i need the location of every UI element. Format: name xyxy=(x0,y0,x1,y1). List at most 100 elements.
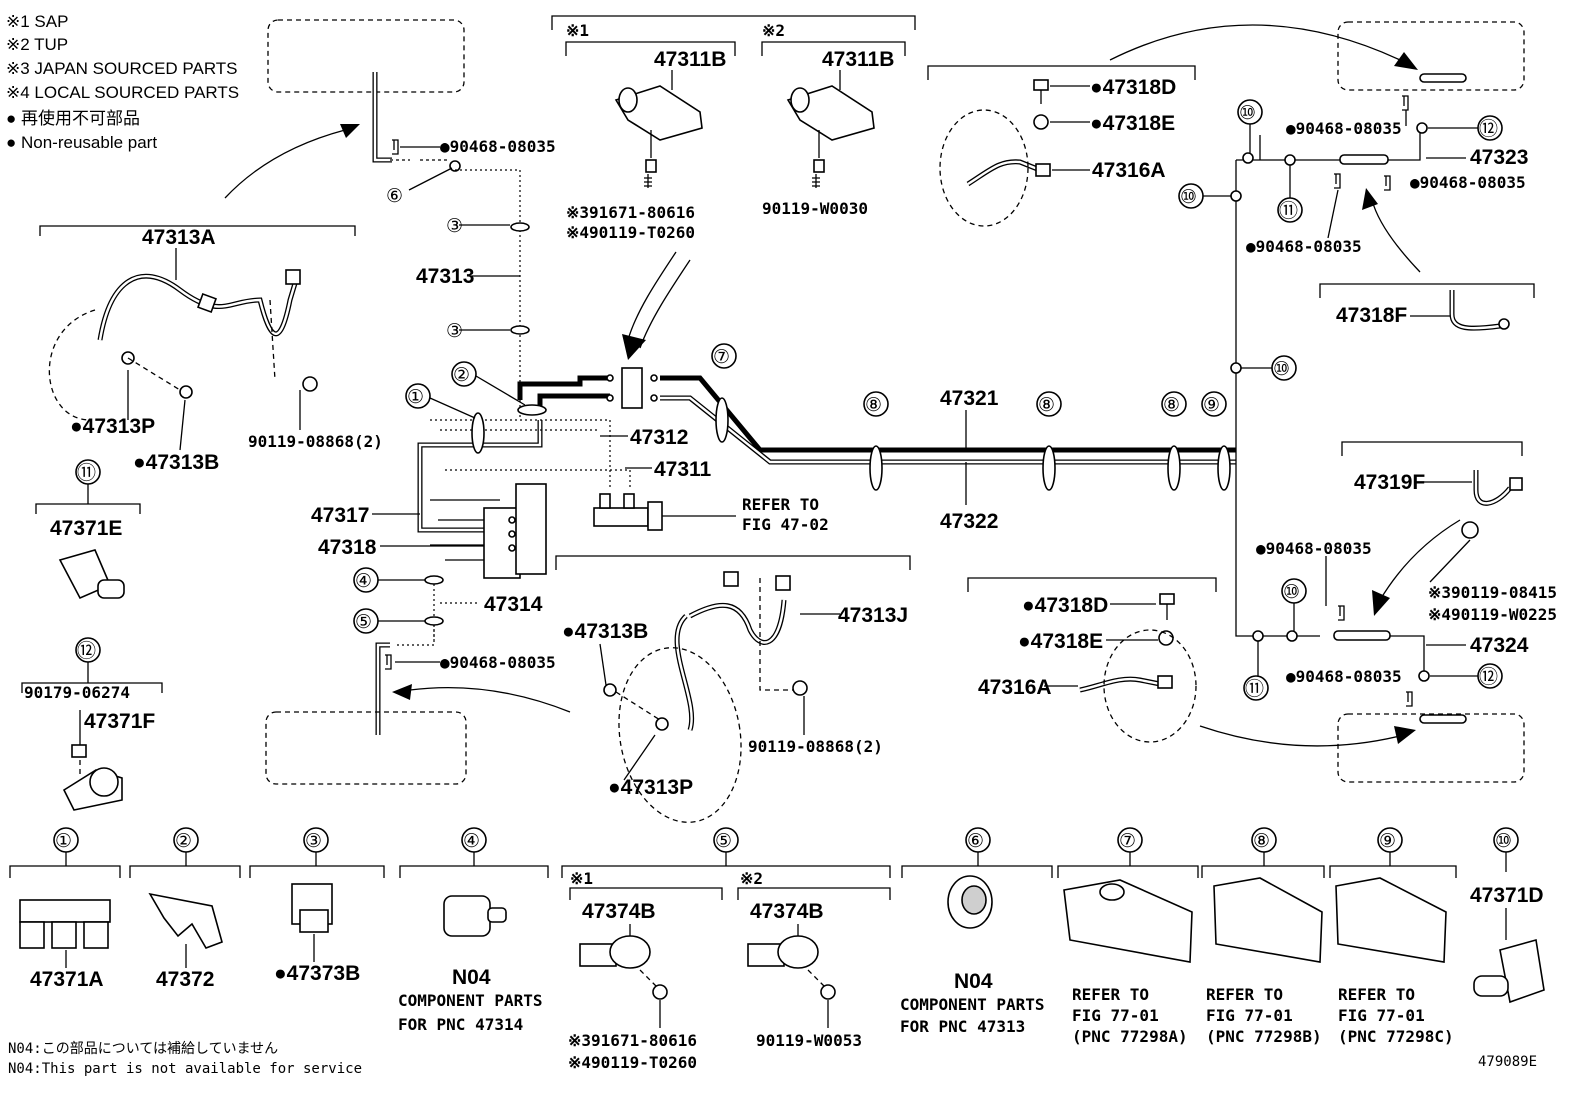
part-47311B-tup: 47311B xyxy=(822,48,894,71)
part-90468-08035-top-right-b: ●90468-08035 xyxy=(1410,173,1526,192)
arrow-47311B xyxy=(622,334,646,360)
part-90119-W0225: ※490119-W0225 xyxy=(1428,605,1557,624)
arrow-bottom-right xyxy=(1394,726,1416,744)
mount-area-box-top-right xyxy=(1337,21,1525,91)
bracket-47374B-tup-icon xyxy=(747,935,836,1000)
dashed-ellipse-47313J xyxy=(618,647,742,823)
arrow-top-right xyxy=(1394,52,1418,70)
callout-12-bottom: ⑫ xyxy=(1479,666,1498,688)
part-47313P-left: ●47313P xyxy=(70,415,155,438)
legend-nonreuse-en: ● Non-reusable part xyxy=(6,133,157,152)
callout-5-bottom: ⑤ xyxy=(715,831,732,852)
brake-line-upper xyxy=(517,375,610,400)
part-90468-08035-top: ●90468-08035 xyxy=(440,137,556,156)
legend: ※1 SAP ※2 TUP ※3 JAPAN SOURCED PARTS ※4 … xyxy=(6,12,239,152)
mount-area-box-lower-left xyxy=(265,711,467,785)
callout-6-bottom: ⑥ xyxy=(967,831,984,852)
callout-10-mid: ⑩ xyxy=(1273,359,1290,380)
part-47313B-center: ●47313B xyxy=(562,620,648,643)
callout-11-bottom: ⑪ xyxy=(1245,678,1264,700)
clamp-9-icon xyxy=(1335,877,1447,963)
part-47324: 47324 xyxy=(1470,634,1529,657)
hydraulic-block-icon xyxy=(483,483,547,579)
callout-10-bottom-row: ⑩ xyxy=(1495,831,1512,852)
part-47318: 47318 xyxy=(318,536,377,559)
part-90119-08415: ※390119-08415 xyxy=(1428,583,1557,602)
bolt-47318D-lower-icon xyxy=(1159,593,1175,620)
fig-77-01-7: FIG 77-01 xyxy=(1072,1006,1159,1025)
part-90119-W0030: 90119-W0030 xyxy=(762,199,868,218)
part-47316A-upper: 47316A xyxy=(1092,159,1166,182)
part-47374B-sap: 47374B xyxy=(582,900,656,923)
master-cylinder-icon xyxy=(593,493,700,531)
callout-7-pipe: ⑦ xyxy=(713,347,730,368)
part-47312: 47312 xyxy=(630,426,688,449)
sap-mark-top: ※1 xyxy=(566,21,589,40)
part-47322: 47322 xyxy=(940,510,998,533)
legend-local: ※4 LOCAL SOURCED PARTS xyxy=(6,83,239,102)
clamp-9-mark xyxy=(1217,445,1231,491)
callout-8-a: ⑧ xyxy=(865,395,882,416)
part-47317: 47317 xyxy=(311,504,369,527)
component-parts-47313-line2: FOR PNC 47313 xyxy=(900,1017,1025,1036)
bottom-row: ① 47371A ② 47372 ③ ●47373B ④ xyxy=(9,827,1545,1072)
part-47313A: 47313A xyxy=(142,226,216,249)
footer-note-jp: N04:この部品については補給していません xyxy=(8,1041,278,1057)
pnc-77298A: (PNC 77298A) xyxy=(1072,1027,1188,1046)
clamp-47371A-icon xyxy=(19,899,111,949)
part-91671-80616-bottom: ※391671-80616 xyxy=(568,1031,697,1050)
part-47313J: 47313J xyxy=(838,604,908,627)
clip-47371D-icon xyxy=(1473,938,1545,1004)
part-47318F: 47318F xyxy=(1336,304,1407,327)
pnc-77298C: (PNC 77298C) xyxy=(1338,1027,1454,1046)
part-91671-80616-sap: ※391671-80616 xyxy=(566,203,695,222)
part-47371E: 47371E xyxy=(50,517,122,540)
junction-block-icon xyxy=(606,367,658,409)
refer-to-7: REFER TO xyxy=(1072,985,1149,1004)
clip-1-mark xyxy=(471,412,485,454)
hose-47318F xyxy=(1449,290,1501,331)
component-parts-47313-line1: COMPONENT PARTS xyxy=(900,995,1045,1014)
clip-47371F-icon xyxy=(62,744,123,811)
clip-47373B-icon xyxy=(291,883,333,933)
brake-tube-lower-left xyxy=(375,642,390,735)
callout-4-center: ④ xyxy=(355,571,372,592)
dashed-ellipse-47313A xyxy=(48,309,96,421)
callout-3-upper: ③ xyxy=(446,216,463,237)
n04-code-47314: N04 xyxy=(452,966,491,989)
part-90468-08035-lower: ●90468-08035 xyxy=(440,653,556,672)
callout-1-center: ① xyxy=(407,387,424,408)
refer-to-9: REFER TO xyxy=(1338,985,1415,1004)
legend-sap: ※1 SAP xyxy=(6,12,68,31)
part-47313P-center: ●47313P xyxy=(608,776,693,799)
callout-12-top: ⑫ xyxy=(1479,118,1498,140)
part-90468-08035-top-right-c: ●90468-08035 xyxy=(1246,237,1362,256)
hose-47319F xyxy=(1473,470,1512,506)
grommet-n04-47314-icon xyxy=(443,895,507,937)
legend-tup: ※2 TUP xyxy=(6,35,68,54)
clamp-8-icon xyxy=(1213,877,1323,963)
hose-47313J xyxy=(688,599,787,645)
brake-tube-47321 xyxy=(660,375,1236,453)
callout-10-bottom: ⑩ xyxy=(1283,582,1300,603)
hose-47323-mark xyxy=(1339,154,1389,165)
part-47371A: 47371A xyxy=(30,968,104,991)
callout-10-top: ⑩ xyxy=(1239,103,1256,124)
part-90468-08035-bottom-right-a: ●90468-08035 xyxy=(1256,539,1372,558)
callout-4-bottom: ④ xyxy=(463,831,480,852)
part-90119-T0260-sap: ※490119-T0260 xyxy=(566,223,695,242)
arrow-lower-left xyxy=(392,684,412,700)
callout-10-top-left: ⑩ xyxy=(1180,187,1197,208)
callout-8-bottom: ⑧ xyxy=(1253,831,1270,852)
callout-3-bottom: ③ xyxy=(305,831,322,852)
part-47372: 47372 xyxy=(156,968,214,991)
component-parts-47314-line1: COMPONENT PARTS xyxy=(398,991,543,1010)
part-47371F: 47371F xyxy=(84,710,155,733)
grommet-n04-47313-icon xyxy=(947,875,993,929)
part-90179-06274: 90179-06274 xyxy=(24,683,130,702)
part-47316A-lower: 47316A xyxy=(978,676,1052,699)
part-47374B-tup: 47374B xyxy=(750,900,824,923)
clip-icon xyxy=(392,139,399,155)
mount-area-box-top-left xyxy=(267,19,465,93)
